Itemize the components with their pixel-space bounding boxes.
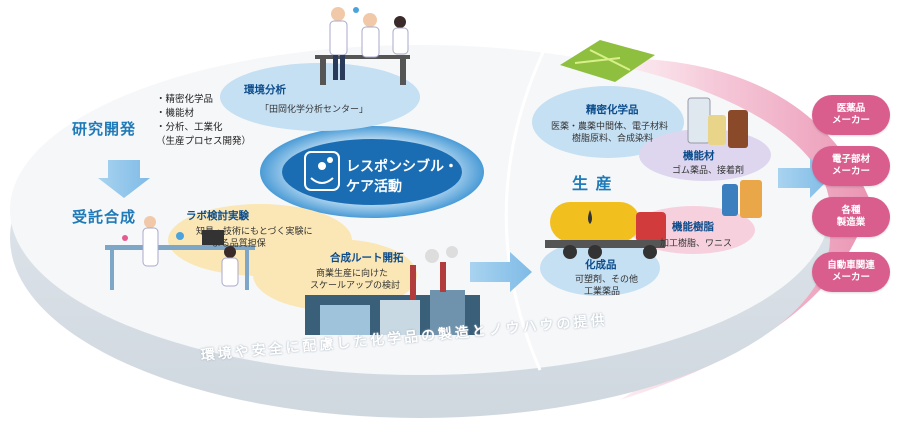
- chem-text-1: 可塑剤、その他: [575, 275, 639, 285]
- circuit-board-illustration: [560, 40, 655, 82]
- customer-pill-manufacturing: 各種製造業: [812, 197, 890, 237]
- route-text-2: スケールアップの検討: [310, 281, 401, 291]
- research-bullets: ・精密化学品 ・機能材 ・分析、工業化 （生産プロセス開発）: [156, 93, 251, 149]
- customer-pill-automotive: 自動車関連メーカー: [812, 252, 890, 292]
- lab-text-2: よる品質担保: [212, 239, 266, 249]
- disc-divider: [504, 47, 547, 371]
- contract-title: 受託合成: [72, 208, 137, 226]
- resin-title: 機能樹脂: [672, 221, 714, 233]
- scientists-illustration: [315, 7, 410, 85]
- functional-title: 機能材: [683, 150, 715, 162]
- customer-line: 電子部材: [831, 154, 870, 166]
- down-arrow: [98, 160, 150, 198]
- customer-pill-electronic: 電子部材メーカー: [812, 146, 890, 186]
- customer-line: メーカー: [831, 115, 870, 126]
- research-bullet: ・精密化学品: [156, 94, 214, 105]
- functional-text: ゴム薬品、接着剤: [672, 166, 745, 176]
- lab-title: ラボ検討実験: [186, 210, 249, 222]
- care-line-1: レスポンシブル・: [346, 159, 458, 175]
- factory-illustration: [305, 246, 480, 335]
- research-bullet: （生産プロセス開発）: [156, 136, 252, 147]
- arrow-to-production: [470, 252, 532, 292]
- fine-title: 精密化学品: [586, 104, 639, 116]
- customer-line: メーカー: [831, 272, 870, 283]
- customer-line: 自動車関連: [827, 260, 875, 272]
- care-line-2: ケア活動: [346, 179, 402, 195]
- tanker-truck-illustration: [545, 202, 666, 259]
- research-bullet: ・機能材: [156, 108, 195, 119]
- customer-line: メーカー: [831, 166, 870, 177]
- env-analysis-title: 環境分析: [244, 84, 286, 96]
- research-title: 研究開発: [72, 120, 137, 138]
- customer-line: 医薬品: [836, 103, 866, 115]
- route-title: 合成ルート開拓: [330, 252, 404, 264]
- lab-illustration: [105, 216, 255, 290]
- care-hands-icon: [304, 151, 340, 191]
- chem-text-2: 工業薬品: [584, 287, 621, 297]
- fine-text-1: 医薬・農薬中間体、電子材料: [551, 122, 669, 132]
- customer-line: 各種: [841, 205, 861, 217]
- lab-text-1: 知見・技術にもとづく実験に: [196, 227, 313, 237]
- research-bullet: ・分析、工業化: [156, 122, 223, 133]
- bottles-illustration: [687, 97, 762, 218]
- chem-title: 化成品: [585, 259, 617, 271]
- fine-text-2: 樹脂原料、合成染料: [572, 134, 654, 144]
- resin-text: 加工樹脂、ワニス: [660, 239, 733, 249]
- bubble-env-analysis: [220, 63, 420, 131]
- env-analysis-text: 「田岡化学分析センター」: [260, 105, 369, 115]
- production-title: 生 産: [572, 174, 613, 193]
- customer-line: 製造業: [836, 217, 866, 228]
- customer-pill-pharma: 医薬品メーカー: [812, 95, 890, 135]
- bubble-route: [253, 239, 417, 311]
- bubble-fine: [532, 86, 684, 158]
- route-text-1: 商業生産に向けた: [316, 269, 389, 279]
